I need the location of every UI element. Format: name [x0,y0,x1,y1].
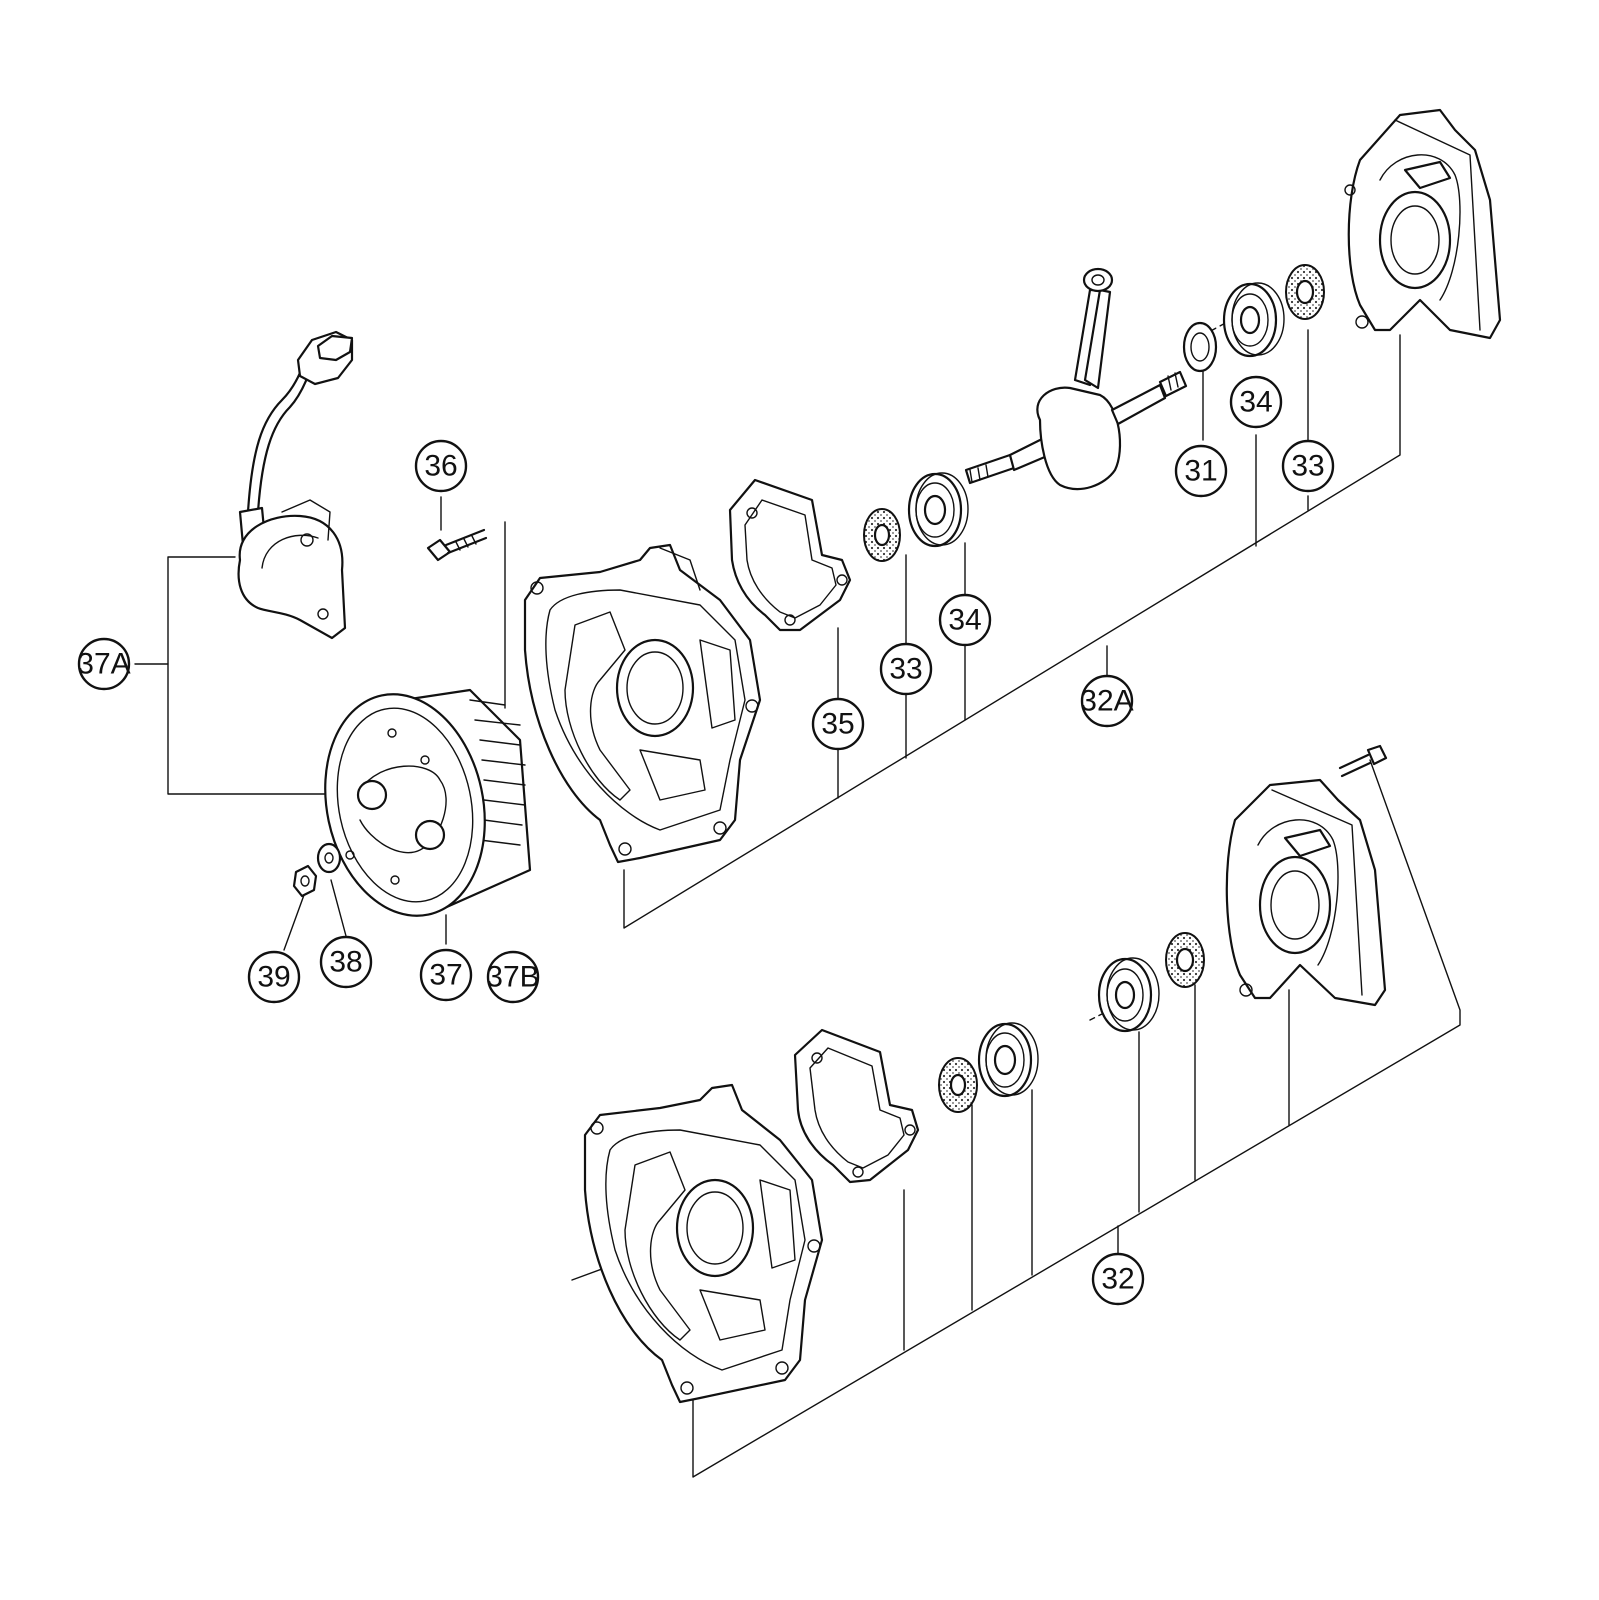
bearing-upper-right [1222,282,1285,358]
bearing-lower-right [1097,957,1160,1033]
crankshaft [964,267,1188,490]
callout-31: 31 [1174,444,1228,498]
callout-37B: 37B [486,950,540,1004]
svg-text:32A: 32A [1080,685,1133,718]
oil-seal-upper-left [863,508,901,562]
washer-38 [316,842,342,874]
oil-seal-lower-left [938,1057,978,1113]
callout-37: 37 [419,948,473,1002]
flywheel [324,688,532,917]
svg-text:35: 35 [821,708,854,741]
callout-32A: 32A [1080,674,1134,728]
callout-33-upper-right: 33 [1281,439,1335,493]
oil-seal-lower-right [1165,932,1205,988]
svg-text:36: 36 [424,450,457,483]
svg-text:39: 39 [257,961,290,994]
crankcase-cover-lower-right [1225,778,1387,1007]
callout-37A: 37A [77,637,131,691]
washer-31 [1182,321,1218,373]
callout-34-upper-right: 34 [1229,375,1283,429]
ignition-coil [237,330,354,640]
callout-36: 36 [414,439,468,493]
svg-text:37B: 37B [486,961,539,994]
gasket-lower [793,1028,920,1184]
crankcase-half-upper [523,543,762,864]
callout-35: 35 [811,697,865,751]
callout-38: 38 [319,935,373,989]
svg-text:34: 34 [948,604,981,637]
callout-34-upper-left: 34 [938,593,992,647]
screw-36 [426,528,488,562]
oil-seal-upper-right [1285,264,1325,320]
svg-text:37A: 37A [77,648,130,681]
svg-text:32: 32 [1101,1263,1134,1296]
crankcase-half-lower [583,1083,824,1404]
gasket-upper [728,478,852,632]
leader-lines [134,314,1461,1478]
svg-text:33: 33 [889,653,922,686]
callout-33-upper-left: 33 [879,642,933,696]
svg-text:37: 37 [429,959,462,992]
bearing-upper-left [907,472,969,548]
bearing-lower-left [977,1022,1039,1098]
svg-text:31: 31 [1184,455,1217,488]
callout-32: 32 [1091,1252,1145,1306]
svg-text:34: 34 [1239,386,1272,419]
bolt-lower [1338,744,1388,778]
crankcase-cover-upper-right [1344,108,1502,340]
callout-39: 39 [247,950,301,1004]
svg-text:33: 33 [1291,450,1324,483]
nut-39 [292,864,318,898]
svg-text:38: 38 [329,946,362,979]
